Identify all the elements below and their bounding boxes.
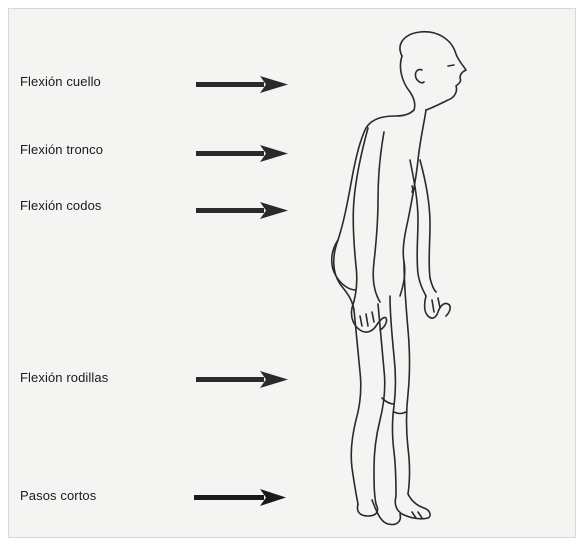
arrow-neck-icon bbox=[196, 74, 288, 94]
label-knee-flexion: Flexión rodillas bbox=[20, 370, 108, 385]
arrow-elbows-icon bbox=[196, 200, 288, 220]
arrow-knees-icon bbox=[196, 369, 288, 389]
stooped-human-figure-icon bbox=[320, 30, 470, 535]
arrow-trunk-icon bbox=[196, 143, 288, 163]
arrow-steps-icon bbox=[194, 487, 286, 507]
label-short-steps: Pasos cortos bbox=[20, 488, 96, 503]
label-trunk-flexion: Flexión tronco bbox=[20, 142, 103, 157]
label-elbow-flexion: Flexión codos bbox=[20, 198, 102, 213]
label-neck-flexion: Flexión cuello bbox=[20, 74, 101, 89]
